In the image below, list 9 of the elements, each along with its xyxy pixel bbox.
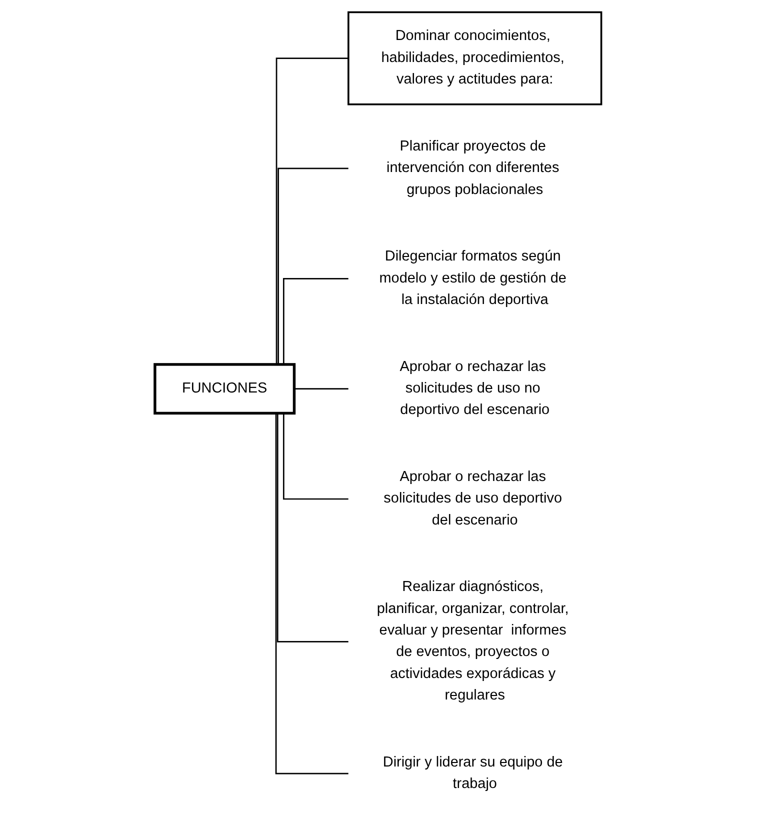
node-box: [348, 11, 603, 106]
node-text: Dirigir y liderar su equipo de trabajo: [383, 754, 564, 792]
connector: [294, 388, 349, 390]
node-text: Aprobar o rechazar las solicitudes de uso no deportivo del escenario: [400, 359, 550, 418]
node-box: [154, 363, 296, 415]
node-text: Aprobar o rechazar las solicitudes de uso deportivo del escenario: [384, 469, 562, 528]
node-text: Planificar proyectos de intervención con diferentes grupos poblacionales: [386, 138, 560, 198]
node-text: Realizar diagnósticos, planificar, organizar, controlar, evaluar y presentar informes de eventos, proyectos o actividades exporádicas y regulares: [377, 579, 570, 704]
node-text: Dilegenciar formatos según modelo y estilo de gestión de la instalación deportiva: [380, 248, 567, 308]
